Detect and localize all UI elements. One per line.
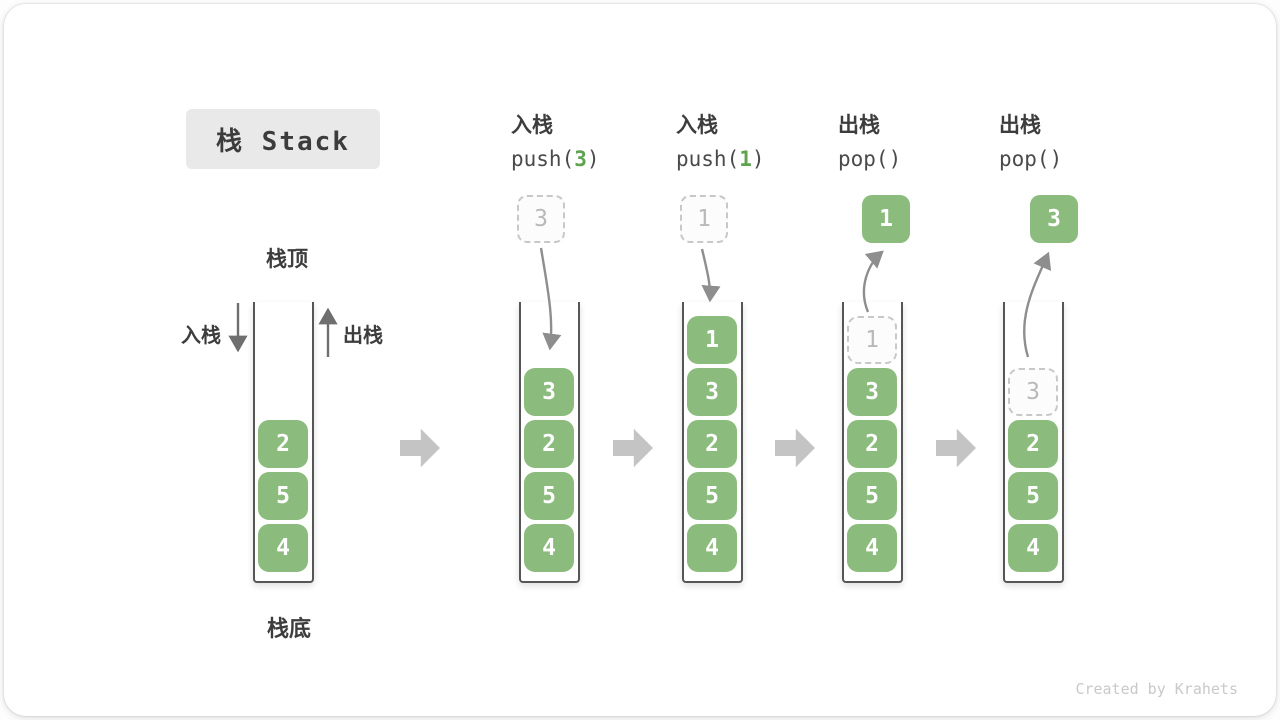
stack-cell-ghost: 3 (1008, 368, 1058, 416)
push-direction-label: 入栈 (181, 323, 221, 347)
stack-cell: 4 (524, 524, 574, 572)
op-name-label: 出栈 (999, 113, 1041, 137)
stack-cell: 5 (1008, 472, 1058, 520)
op-code-close: ) (751, 147, 765, 171)
pop-direction-label: 出栈 (343, 323, 383, 347)
op-label: 出栈 pop() (838, 108, 901, 176)
op-code: push(3) (511, 142, 600, 176)
floating-element: 3 (1030, 195, 1078, 243)
stack-bottom-label: 栈底 (266, 617, 312, 642)
stack-cell: 5 (258, 472, 308, 520)
floating-element: 1 (862, 195, 910, 243)
op-code-fn: pop( (838, 147, 889, 171)
op-code-close: ) (888, 147, 902, 171)
stack-cell-ghost: 1 (847, 316, 897, 364)
op-code-fn: push( (676, 147, 740, 171)
stack-cell: 4 (1008, 524, 1058, 572)
op-code-arg: 3 (574, 147, 587, 171)
op-code-fn: push( (511, 147, 575, 171)
floating-element-ghost: 1 (680, 195, 728, 243)
stack-cell: 1 (687, 316, 737, 364)
op-name-label: 入栈 (511, 113, 553, 137)
stack-cell: 2 (524, 420, 574, 468)
op-name-label: 入栈 (676, 113, 718, 137)
op-name-label: 出栈 (838, 113, 880, 137)
stack-cell: 3 (847, 368, 897, 416)
stack-cell: 4 (687, 524, 737, 572)
stack-cell: 5 (847, 472, 897, 520)
diagram-title: 栈 Stack (186, 109, 380, 169)
op-code: pop() (838, 142, 901, 176)
op-code: push(1) (676, 142, 765, 176)
stack-cell: 2 (687, 420, 737, 468)
stack-cell: 2 (258, 420, 308, 468)
stack-cell: 2 (847, 420, 897, 468)
stack-cell: 5 (687, 472, 737, 520)
stack-top-label: 栈顶 (266, 247, 308, 271)
stack-cell: 2 (1008, 420, 1058, 468)
op-code-fn: pop( (999, 147, 1050, 171)
stack-cell: 3 (687, 368, 737, 416)
watermark: Created by Krahets (1075, 680, 1238, 698)
stack-cell: 5 (524, 472, 574, 520)
op-code-close: ) (586, 147, 600, 171)
op-label: 入栈 push(1) (676, 108, 765, 176)
op-label: 出栈 pop() (999, 108, 1062, 176)
op-code: pop() (999, 142, 1062, 176)
stack-cell: 4 (847, 524, 897, 572)
floating-element-ghost: 3 (517, 195, 565, 243)
stack-cell: 3 (524, 368, 574, 416)
op-code-arg: 1 (739, 147, 752, 171)
op-code-close: ) (1049, 147, 1063, 171)
stack-cell: 4 (258, 524, 308, 572)
op-label: 入栈 push(3) (511, 108, 600, 176)
